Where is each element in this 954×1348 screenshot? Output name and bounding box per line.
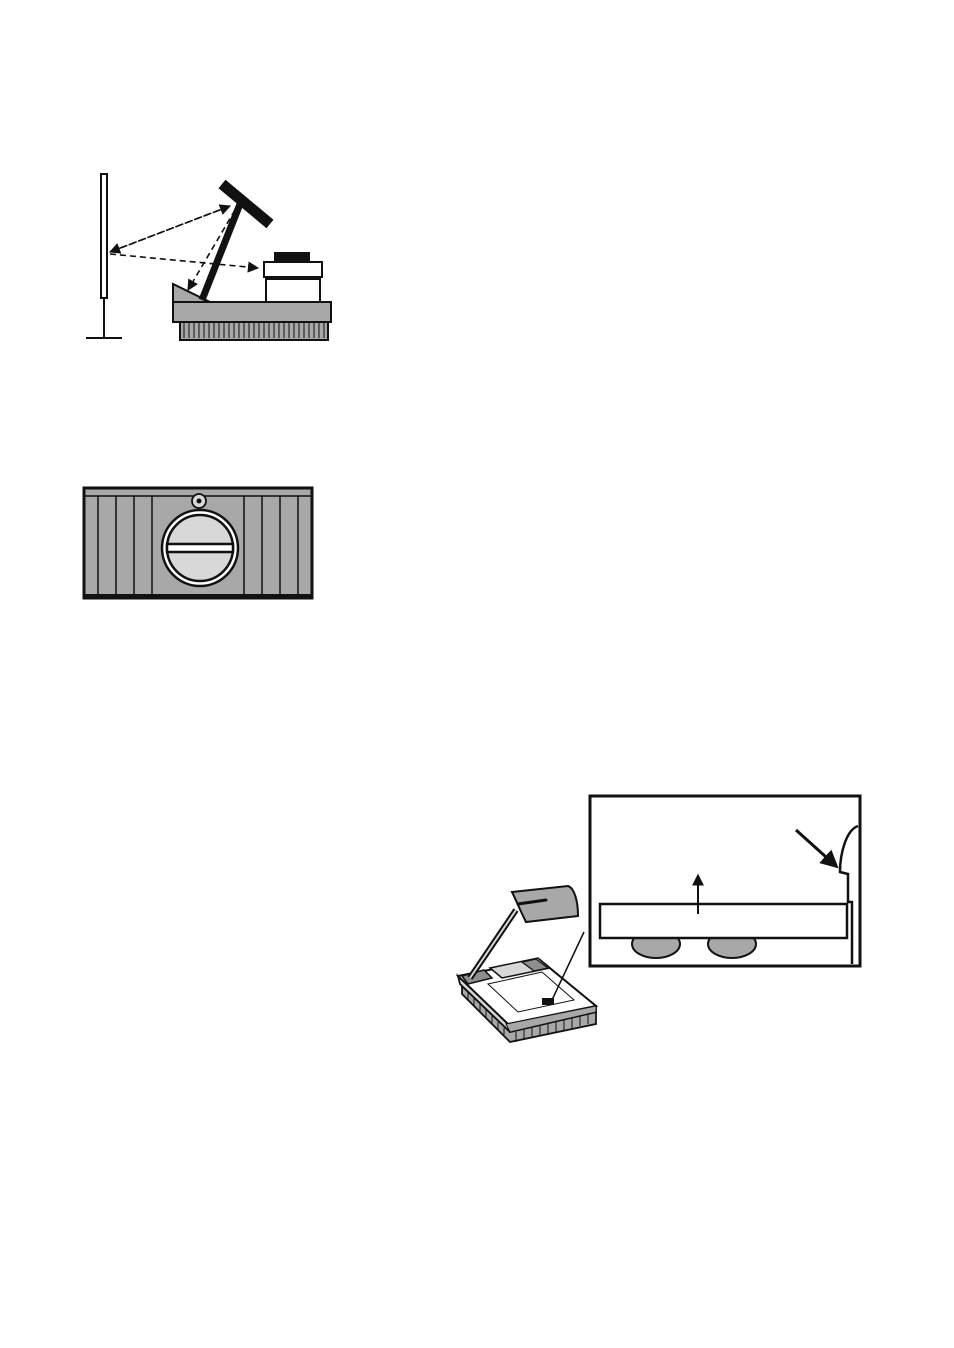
lamp-replacement-drawing [450,792,864,1062]
projection-setup-drawing [80,168,340,346]
detail-callout-icon [590,796,860,966]
projection-screen-icon [86,174,122,338]
cover-screw-icon [192,494,206,508]
lamp-arm-icon [202,204,240,300]
overhead-projector-icon [458,886,596,1042]
rear-vent-panel-drawing [82,486,314,600]
mirror-head-icon [222,184,270,224]
lamp-cover-icon [162,510,238,586]
lens-unit-icon [264,252,322,302]
lamp-replacement-figure [450,792,864,1062]
projection-setup-figure [80,168,340,346]
rear-vent-panel-figure [82,486,314,600]
